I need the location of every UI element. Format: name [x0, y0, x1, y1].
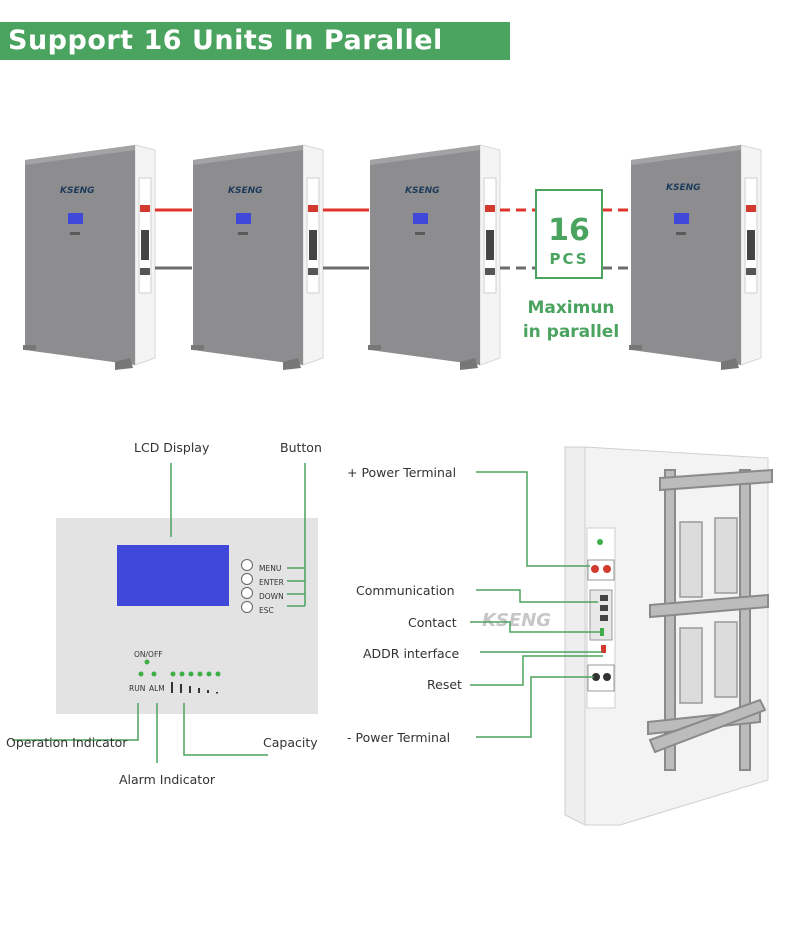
battery-unit-3: KSENG	[367, 144, 501, 371]
pcs-count-box: 16 PCS	[535, 189, 603, 279]
capacity-label: Capacity	[263, 735, 318, 750]
panel-buttons: MENU ENTER DOWN ESC	[241, 559, 284, 615]
alm-label: ALM	[149, 684, 165, 693]
alarm-indicator-label: Alarm Indicator	[119, 772, 216, 787]
enter-button-label: ENTER	[259, 578, 284, 587]
communication-label: Communication	[356, 583, 455, 598]
front-panel: MENU ENTER DOWN ESC ON/OFF RUN ALM	[56, 518, 318, 714]
brand-logo: KSENG	[228, 186, 263, 196]
on-off-led	[144, 659, 150, 665]
lcd-display	[117, 545, 229, 606]
page-title: Support 16 Units In Parallel	[0, 22, 510, 60]
pcs-count: 16	[548, 213, 590, 248]
side-callout-lines	[470, 471, 603, 738]
max-caption-line1: Maximun	[527, 298, 614, 318]
esc-button-label: ESC	[259, 606, 274, 615]
down-button-label: DOWN	[259, 592, 284, 601]
contact-label: Contact	[408, 615, 457, 630]
menu-button-label: MENU	[259, 564, 281, 573]
run-led	[138, 671, 144, 677]
capacity-bars	[171, 682, 218, 694]
reset-label: Reset	[427, 677, 462, 692]
battery-side-view	[564, 446, 773, 826]
battery-unit-1: KSENG	[22, 144, 156, 371]
battery-unit-2: KSENG	[190, 144, 324, 371]
side-brand-watermark: KSENG	[482, 610, 551, 631]
brand-logo: KSENG	[405, 186, 440, 196]
max-caption-line2: in parallel	[523, 322, 619, 342]
run-label: RUN	[129, 684, 145, 693]
on-off-label: ON/OFF	[134, 650, 163, 659]
operation-indicator-label: Operation Indicator	[6, 735, 128, 750]
lcd-display-label: LCD Display	[134, 440, 210, 455]
battery-unit-16: KSENG	[628, 144, 762, 371]
button-label: Button	[280, 440, 322, 455]
pcs-unit: PCS	[549, 250, 588, 268]
addr-interface-label: ADDR interface	[363, 646, 460, 661]
alm-led	[151, 671, 157, 677]
capacity-leds	[170, 671, 221, 677]
parallel-wires	[155, 208, 630, 270]
brand-logo: KSENG	[666, 183, 701, 193]
brand-logo: KSENG	[60, 186, 95, 196]
front-callout-lines	[12, 463, 306, 763]
plus-power-terminal-label: + Power Terminal	[347, 465, 456, 480]
minus-power-terminal-label: - Power Terminal	[347, 730, 450, 745]
